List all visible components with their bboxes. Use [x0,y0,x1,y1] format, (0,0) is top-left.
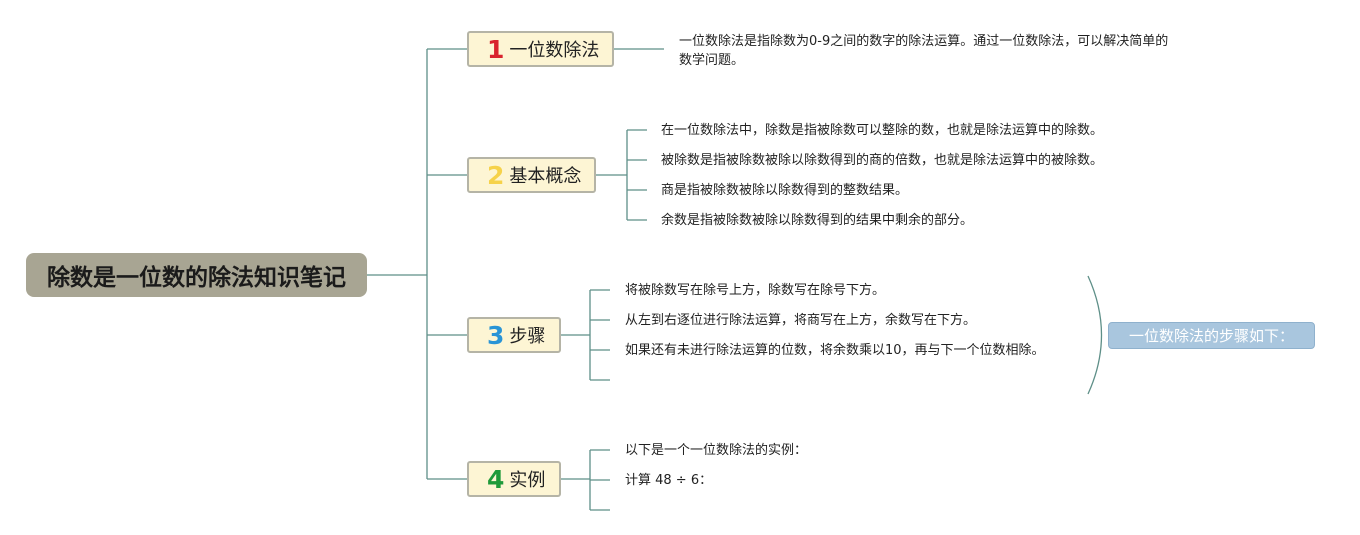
branch-3-leaf-3[interactable]: 如果还有未进行除法运算的位数，将余数乘以10，再与下一个位数相除。 [625,343,1045,358]
leaf-bracket-3 [561,289,610,381]
branch-1-one-digit-division[interactable]: 1 一位数除法 [467,31,614,67]
branch-2-leaf-2[interactable]: 被除数是指被除数被除以除数得到的商的倍数，也就是除法运算中的被除数。 [661,153,1104,168]
branch-3-steps[interactable]: 3 步骤 [467,317,561,353]
branch-4-example[interactable]: 4 实例 [467,461,561,497]
summary-bracket [1087,275,1103,395]
branch-2-basic-concepts[interactable]: 2 基本概念 [467,157,596,193]
root-title: 除数是一位数的除法知识笔记 [47,265,346,291]
branch-1-label: 一位数除法 [509,40,600,61]
branch-2-leaf-1[interactable]: 在一位数除法中，除数是指被除数可以整除的数，也就是除法运算中的除数。 [661,123,1104,138]
branch-3-label: 步骤 [509,326,546,347]
branch-3-leaf-2[interactable]: 从左到右逐位进行除法运算，将商写在上方，余数写在下方。 [625,313,977,328]
branch-2-leaf-4[interactable]: 余数是指被除数被除以除数得到的结果中剩余的部分。 [661,213,974,228]
leaf-bracket-4 [561,449,610,511]
number-4-icon: 4 [487,464,505,494]
leaf-bracket-2 [596,129,647,221]
branch-2-leaf-3[interactable]: 商是指被除数被除以除数得到的整数结果。 [661,183,909,198]
branch-4-leaf-2[interactable]: 计算 48 ÷ 6： [625,473,713,488]
branch-4-label: 实例 [509,470,546,491]
branch-3-leaf-1[interactable]: 将被除数写在除号上方，除数写在除号下方。 [625,283,886,298]
number-3-icon: 3 [487,320,505,350]
branch-3-summary[interactable]: 一位数除法的步骤如下： [1108,322,1315,349]
branch-1-leaf-1[interactable]: 一位数除法是指除数为0-9之间的数字的除法运算。通过一位数除法，可以解决简单的数… [679,34,1169,68]
number-1-icon: 1 [487,34,505,64]
number-2-icon: 2 [487,160,505,190]
branch-2-label: 基本概念 [509,166,582,187]
root-topic[interactable]: 除数是一位数的除法知识笔记 [26,253,367,297]
summary-label: 一位数除法的步骤如下： [1128,327,1294,345]
branch-4-leaf-1[interactable]: 以下是一个一位数除法的实例： [625,443,808,458]
